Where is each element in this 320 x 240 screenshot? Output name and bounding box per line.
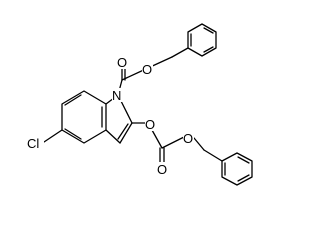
bond-c5-to-cl [43,129,63,143]
atom-o-carbonate-ester: O [183,131,193,146]
bond-c2-c3-double [117,123,129,140]
atom-o-carbamate-carbonyl: O [117,55,127,70]
structure-drawing: O O N O O O Cl [27,23,253,186]
atom-cl: Cl [27,136,39,151]
bond-c3-to-c3a [105,129,121,144]
bond-ch2-to-ring-bottom [203,149,223,162]
bond-c2-to-c3 [119,122,133,144]
bond-ester-o-to-ch2 [193,137,205,151]
atom-n-indole: N [112,88,121,103]
bond-ring-to-ch2-top [171,47,189,58]
bond-link-o-to-carbonyl-c [151,129,163,149]
atom-o-carbonate-carbonyl: O [157,162,167,177]
atom-o-carbamate-ester: O [142,62,152,77]
bond-carbonyl-c-to-ester-o [161,136,185,149]
carbonate-chain [131,122,223,165]
atom-labels: O O N O O O Cl [27,55,194,177]
bottom-phenyl-ring [221,152,253,186]
top-phenyl-ring [187,23,217,57]
indole-benzene-ring [61,90,107,144]
atom-o-carbonate-link: O [145,117,155,132]
